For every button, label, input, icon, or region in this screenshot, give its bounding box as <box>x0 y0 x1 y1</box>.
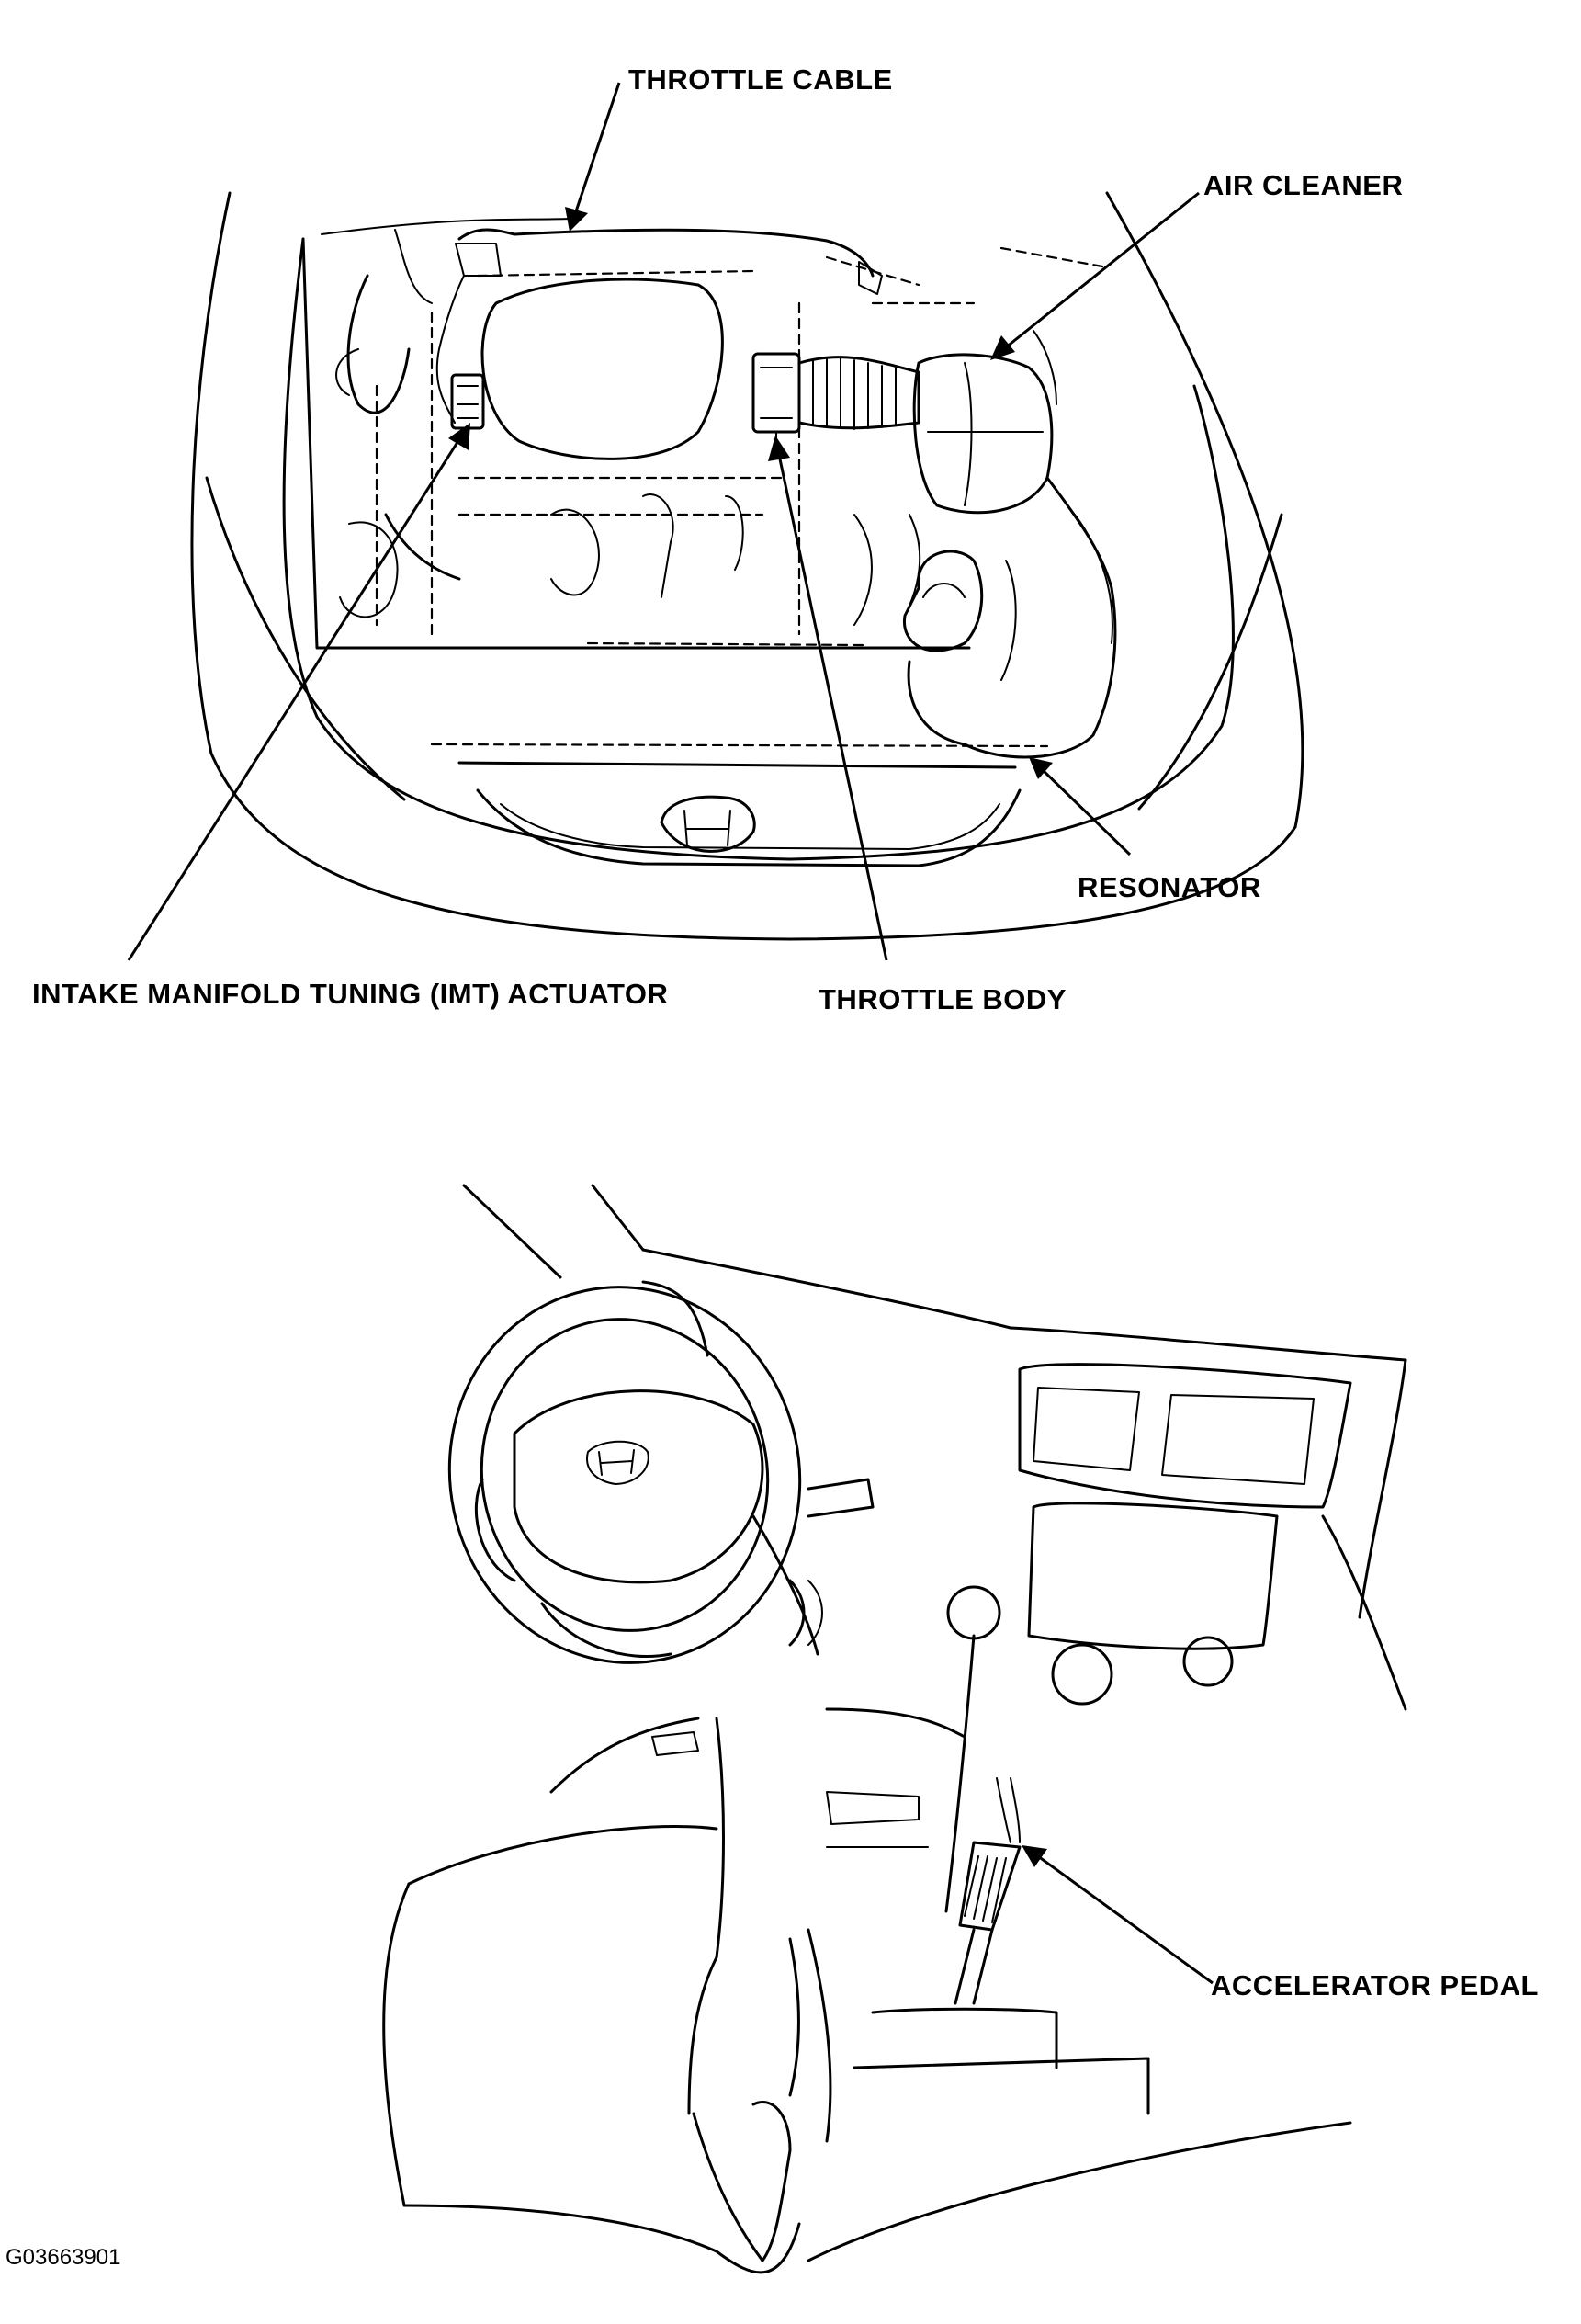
label-throttle-body: THROTTLE BODY <box>819 983 1067 1015</box>
label-imt-actuator: INTAKE MANIFOLD TUNING (IMT) ACTUATOR <box>32 978 669 1010</box>
figure-code: G03663901 <box>6 2245 121 2270</box>
cabin-interior-illustration <box>382 1184 1407 2274</box>
label-throttle-cable: THROTTLE CABLE <box>628 63 893 96</box>
engine-bay-illustration <box>190 191 1304 941</box>
engine-callout-leaders <box>127 82 1200 961</box>
label-air-cleaner: AIR CLEANER <box>1203 169 1404 201</box>
label-accelerator-pedal: ACCELERATOR PEDAL <box>1211 1969 1539 2001</box>
label-resonator: RESONATOR <box>1078 871 1261 903</box>
pedal-callout-leader <box>1022 1845 1214 1985</box>
